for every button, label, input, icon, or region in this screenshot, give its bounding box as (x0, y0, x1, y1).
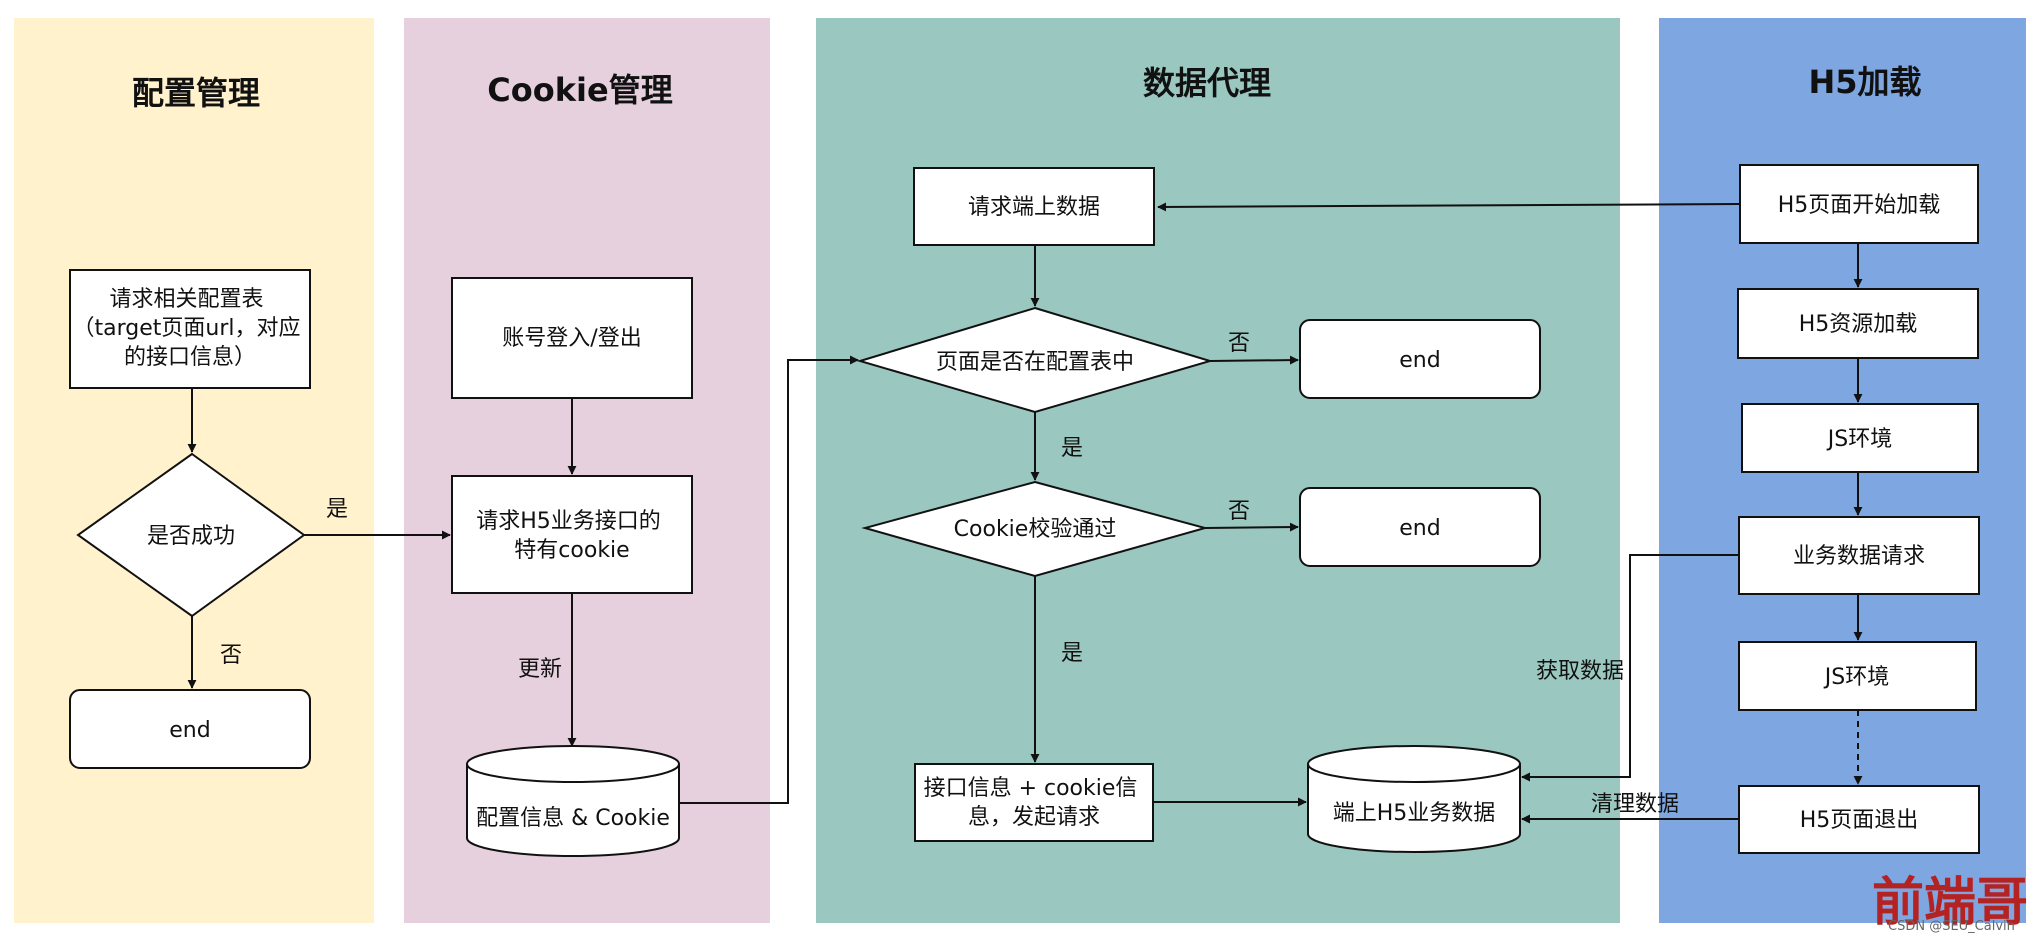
node-request-config (69, 269, 311, 389)
edge-label-update: 更新 (518, 657, 562, 682)
watermark-credit: CSDN @SEU_Calvin (1888, 919, 2015, 934)
node-store-config-cookie (466, 745, 680, 857)
node-end-page-text: end (1399, 348, 1440, 373)
edge-label-fetch: 获取数据 (1536, 659, 1624, 684)
node-js-env-2-text: JS环境 (1823, 665, 1889, 690)
node-request-data-text: 请求端上数据 (968, 195, 1100, 220)
edge-h5start-to-reqdata (1157, 202, 1741, 212)
node-js-env-1 (1741, 403, 1979, 473)
edge-label-clean: 清理数据 (1591, 792, 1679, 817)
node-send-request-line-1: 接口信息 + cookie信 (924, 776, 1138, 801)
node-h5-exit (1738, 785, 1980, 854)
node-send-request-line-2: 息，发起请求 (968, 805, 1100, 830)
node-cookie-check (861, 480, 1209, 578)
node-request-cookie-line-1: 请求H5业务接口的 (476, 509, 661, 534)
edge-intable-to-end (1209, 355, 1299, 365)
edge-bizreq-to-storeh5 (1521, 554, 1739, 782)
node-js-env-1-text: JS环境 (1826, 427, 1892, 452)
node-request-cookie (451, 475, 693, 594)
node-h5-resource (1737, 288, 1979, 359)
node-in-config-table (856, 306, 1214, 414)
node-send-request (914, 763, 1154, 842)
node-end-page (1299, 319, 1541, 399)
node-request-config-text: 请求相关配置表 （target页面url，对应 的接口信息） (73, 287, 308, 370)
node-request-cookie-line-2: 特有cookie (514, 538, 629, 563)
node-request-cookie-text: 请求H5业务接口的 特有cookie (476, 509, 668, 563)
node-end-config-text: end (169, 718, 210, 743)
edge-label-yes-intable: 是 (1061, 436, 1083, 461)
edge-label-no-success: 否 (220, 643, 242, 668)
node-in-config-table-text: 页面是否在配置表中 (936, 350, 1134, 375)
node-biz-request-text: 业务数据请求 (1793, 544, 1925, 569)
lane-title-h5: H5加载 (1808, 63, 1921, 101)
node-request-config-line-3: 的接口信息） (124, 345, 256, 370)
node-request-config-line-1: 请求相关配置表 (109, 287, 263, 312)
node-h5-resource-text: H5资源加载 (1799, 312, 1918, 337)
edge-store-to-intable (678, 355, 859, 804)
edge-label-no-intable: 否 (1228, 331, 1250, 356)
watermark-logo: 前端哥 (1872, 872, 2028, 933)
edge-cookiecheck-to-end (1204, 522, 1299, 532)
edge-label-no-cookie: 否 (1228, 499, 1250, 524)
node-send-request-text: 接口信息 + cookie信 息，发起请求 (924, 776, 1145, 830)
node-biz-request (1738, 516, 1980, 595)
node-js-env-2 (1738, 641, 1977, 711)
node-end-cookie-text: end (1399, 516, 1440, 541)
edge-label-yes-cookie: 是 (1061, 641, 1083, 666)
lane-title-cookie: Cookie管理 (487, 71, 672, 109)
node-end-cookie (1299, 487, 1541, 567)
node-login-text: 账号登入/登出 (502, 326, 641, 351)
lane-title-config: 配置管理 (132, 74, 260, 112)
node-request-config-line-2: （target页面url，对应 (73, 316, 301, 341)
node-store-h5-data-text: 端上H5业务数据 (1333, 801, 1496, 826)
node-h5-start (1739, 164, 1979, 244)
node-is-success-text: 是否成功 (147, 524, 235, 549)
node-login (451, 277, 693, 399)
node-end-config (69, 689, 311, 769)
node-h5-start-text: H5页面开始加载 (1778, 193, 1941, 218)
node-h5-exit-text: H5页面退出 (1800, 808, 1919, 833)
node-store-config-cookie-text: 配置信息 & Cookie (476, 806, 670, 831)
node-cookie-check-text: Cookie校验通过 (954, 517, 1117, 542)
node-store-h5-data (1307, 745, 1521, 853)
node-request-data (913, 167, 1155, 246)
lane-title-proxy: 数据代理 (1143, 64, 1271, 102)
edge-label-yes-success: 是 (326, 497, 348, 522)
node-is-success (76, 452, 306, 618)
